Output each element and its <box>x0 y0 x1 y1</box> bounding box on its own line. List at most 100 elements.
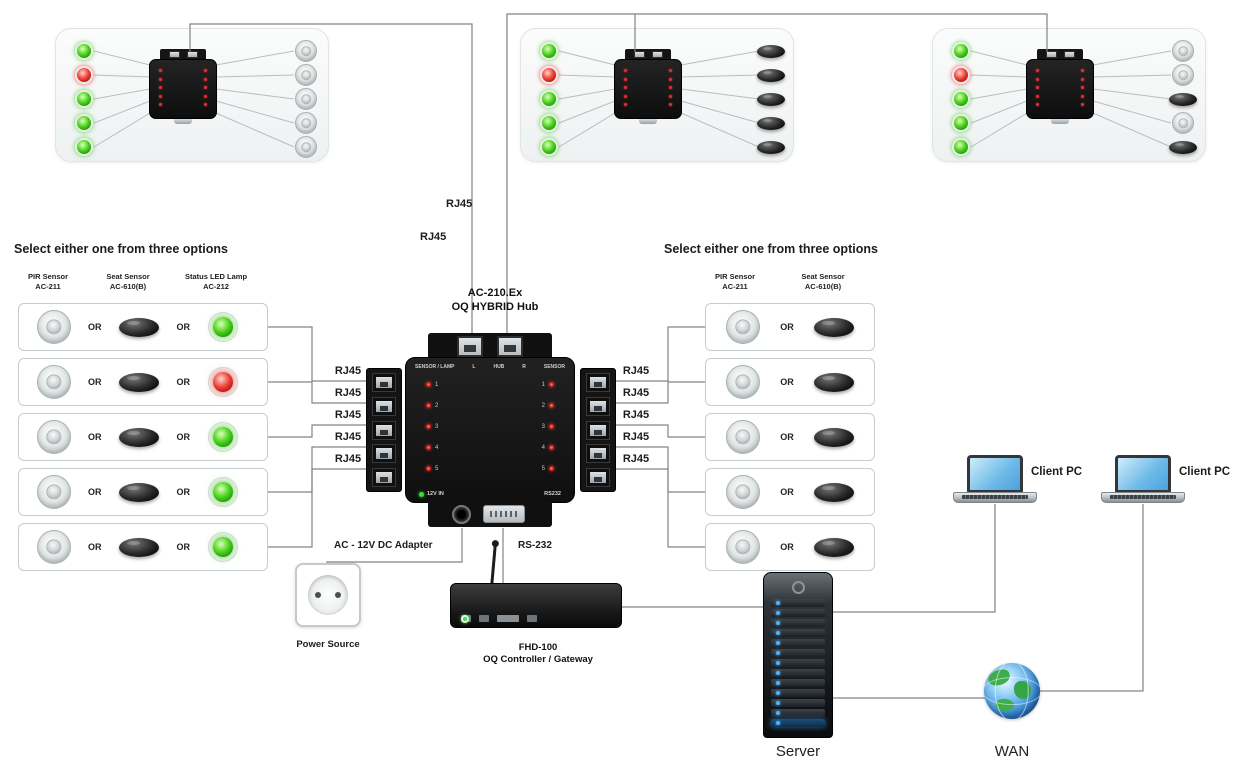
or-label: OR <box>780 322 794 332</box>
status-led-green <box>75 42 93 60</box>
or-label: OR <box>780 377 794 387</box>
channel-number: 4 <box>435 444 439 451</box>
rj45-cable-label: RJ45 <box>334 453 362 465</box>
or-label: OR <box>176 487 191 497</box>
rj45-cable-label: RJ45 <box>334 431 362 443</box>
rj45-port <box>372 468 396 487</box>
channel-led <box>426 466 431 471</box>
server-slat <box>771 699 825 707</box>
hub-panel-label: L <box>472 364 476 370</box>
status-led-red <box>540 66 558 84</box>
rj45-port <box>586 444 610 464</box>
rj45-port <box>586 396 610 416</box>
laptop-keyboard <box>953 492 1037 503</box>
status-led-green <box>952 90 970 108</box>
hub-panel-label: HUB <box>493 364 505 370</box>
client-pc-label: Client PC <box>1031 466 1083 478</box>
or-label: OR <box>176 542 191 552</box>
seat-sensor-icon <box>119 317 159 337</box>
channel-number: 1 <box>435 381 439 388</box>
rj45-port <box>586 373 610 392</box>
server-slat <box>771 659 825 667</box>
channel-led <box>549 424 554 429</box>
rj45-cable-label: RJ45 <box>622 453 650 465</box>
seat-sensor-icon <box>813 537 854 557</box>
rj45-uplink-port <box>497 336 523 357</box>
rj45-uplink-port <box>457 336 483 357</box>
remote-hub-panel <box>520 28 794 162</box>
pir-sensor-icon <box>295 88 317 110</box>
server-tower-icon <box>763 572 833 738</box>
pir-sensor-icon <box>726 365 761 399</box>
channel-led <box>426 403 431 408</box>
server-slat <box>771 629 825 637</box>
seat-sensor-icon <box>757 117 785 130</box>
seat-sensor-icon <box>119 427 159 447</box>
gateway-model: FHD-100 <box>518 642 558 653</box>
pir-sensor-icon <box>295 136 317 158</box>
rs232-port <box>483 505 525 523</box>
power-outlet-icon <box>308 575 348 615</box>
server-slat <box>771 709 825 717</box>
right-options-title: Select either one from three options <box>664 242 878 256</box>
status-led-green <box>952 42 970 60</box>
status-led-green <box>540 90 558 108</box>
mini-hub-body <box>1026 59 1094 119</box>
remote-hub-panel <box>55 28 329 162</box>
rj45-port <box>372 396 396 416</box>
rs232-cable-label: RS-232 <box>518 540 552 551</box>
or-label: OR <box>88 542 102 552</box>
channel-number: 1 <box>541 381 545 388</box>
sensor-option-row: OR OR <box>18 413 268 461</box>
status-led-green <box>540 42 558 60</box>
server-drive-bays <box>771 599 825 727</box>
or-label: OR <box>176 432 191 442</box>
seat-sensor-icon <box>813 427 854 447</box>
channel-number: 4 <box>541 444 545 451</box>
channel-led <box>549 403 554 408</box>
gateway-name: OQ Controller / Gateway <box>483 654 593 666</box>
lamp-core <box>212 372 233 392</box>
seat-sensor-icon <box>757 45 785 58</box>
channel-led <box>549 382 554 387</box>
channel-led <box>426 445 431 450</box>
hub-title: AC-210.Ex OQ HYBRID Hub <box>420 286 570 315</box>
channel-led <box>426 382 431 387</box>
pir-sensor-icon <box>726 310 761 344</box>
rj45-cable-label: RJ45 <box>622 365 650 377</box>
server-slat <box>771 649 825 657</box>
server-label: Server <box>775 743 821 760</box>
pir-sensor-icon <box>726 530 761 564</box>
rj45-cable-label: RJ45 <box>622 387 650 399</box>
mini-hub-uplink-ports <box>625 49 671 59</box>
lamp-core <box>212 317 233 337</box>
pir-sensor-icon <box>1172 40 1194 62</box>
status-led-green <box>75 138 93 156</box>
channel-number: 2 <box>435 402 439 409</box>
remote-hub-panel <box>932 28 1206 162</box>
hub-panel-label: R <box>522 364 526 370</box>
pir-sensor-icon <box>36 420 71 454</box>
sensor-option-row: OR <box>705 523 875 571</box>
server-slat <box>771 599 825 607</box>
or-label: OR <box>88 377 102 387</box>
rj45-port-stack <box>580 368 616 492</box>
channel-number: 3 <box>541 423 545 430</box>
or-label: OR <box>88 432 102 442</box>
mini-hub-device <box>614 49 682 124</box>
server-slat <box>771 619 825 627</box>
hub-model: AC-210.Ex <box>467 287 523 299</box>
seat-sensor-icon <box>757 69 785 82</box>
mini-hub-uplink-ports <box>1037 49 1083 59</box>
rj45-port <box>372 444 396 464</box>
server-slat <box>771 639 825 647</box>
pir-sensor-icon <box>726 475 761 509</box>
channel-number: 5 <box>541 465 545 472</box>
globe-parallel <box>984 677 1040 705</box>
